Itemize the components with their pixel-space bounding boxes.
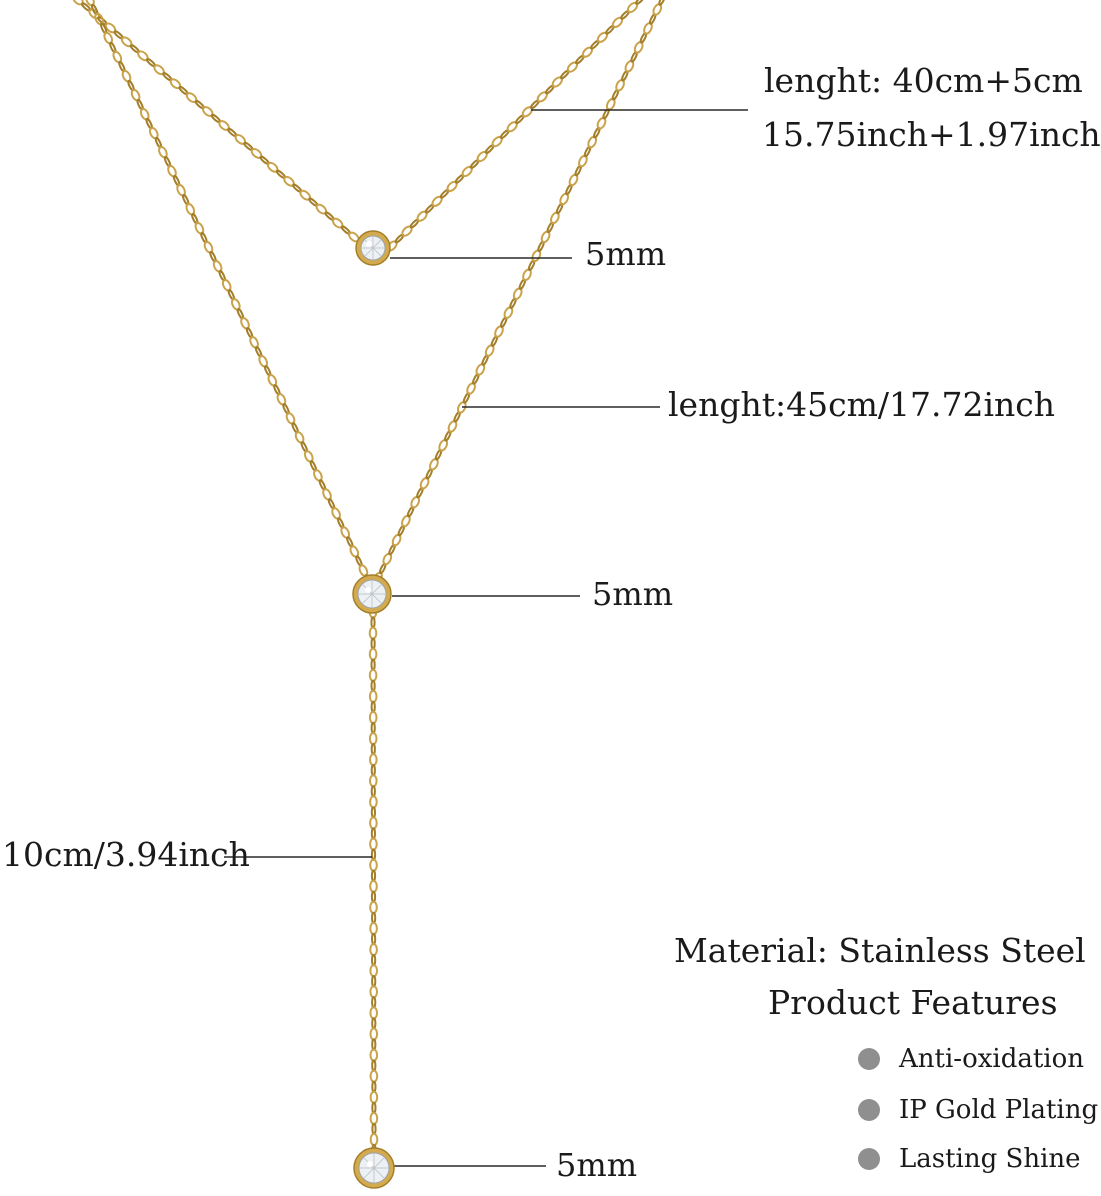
bullet-dot-icon bbox=[858, 1148, 880, 1170]
feature-label: Lasting Shine bbox=[899, 1144, 1081, 1174]
leader-lines bbox=[224, 109, 748, 1167]
chain-group bbox=[72, 0, 666, 1157]
lower-pendant bbox=[352, 574, 392, 614]
lower-chain-left bbox=[85, 0, 372, 586]
drop-pendant-size-label: 5mm bbox=[556, 1146, 638, 1184]
upper-chain-length-inch-label: 15.75inch+1.97inch bbox=[762, 115, 1101, 154]
feature-item: IP Gold Plating bbox=[858, 1097, 1098, 1123]
bullet-dot-icon bbox=[858, 1048, 880, 1070]
lower-chain-right bbox=[373, 0, 666, 585]
upper-pendant-size-label: 5mm bbox=[585, 235, 667, 273]
drop-pendant bbox=[353, 1147, 395, 1189]
pendant-group bbox=[352, 230, 395, 1189]
material-text: Material: Stainless Steel bbox=[674, 931, 1086, 970]
upper-chain-right bbox=[386, 0, 645, 252]
upper-chain-left bbox=[72, 0, 368, 249]
upper-chain-length-label: lenght: 40cm+5cm bbox=[764, 61, 1083, 100]
drop-chain bbox=[368, 605, 379, 1157]
bullet-dot-icon bbox=[858, 1099, 880, 1121]
feature-label: Anti-oxidation bbox=[899, 1044, 1085, 1074]
feature-label: IP Gold Plating bbox=[899, 1095, 1099, 1125]
upper-pendant bbox=[355, 230, 391, 266]
necklace-illustration bbox=[72, 0, 748, 1189]
features-title: Product Features bbox=[768, 983, 1058, 1022]
feature-item: Anti-oxidation bbox=[858, 1046, 1084, 1072]
lower-pendant-size-label: 5mm bbox=[592, 575, 674, 613]
drop-chain-length-label: 10cm/3.94inch bbox=[2, 835, 250, 874]
lower-chain-length-label: lenght:45cm/17.72inch bbox=[668, 385, 1055, 424]
feature-item: Lasting Shine bbox=[858, 1146, 1081, 1172]
